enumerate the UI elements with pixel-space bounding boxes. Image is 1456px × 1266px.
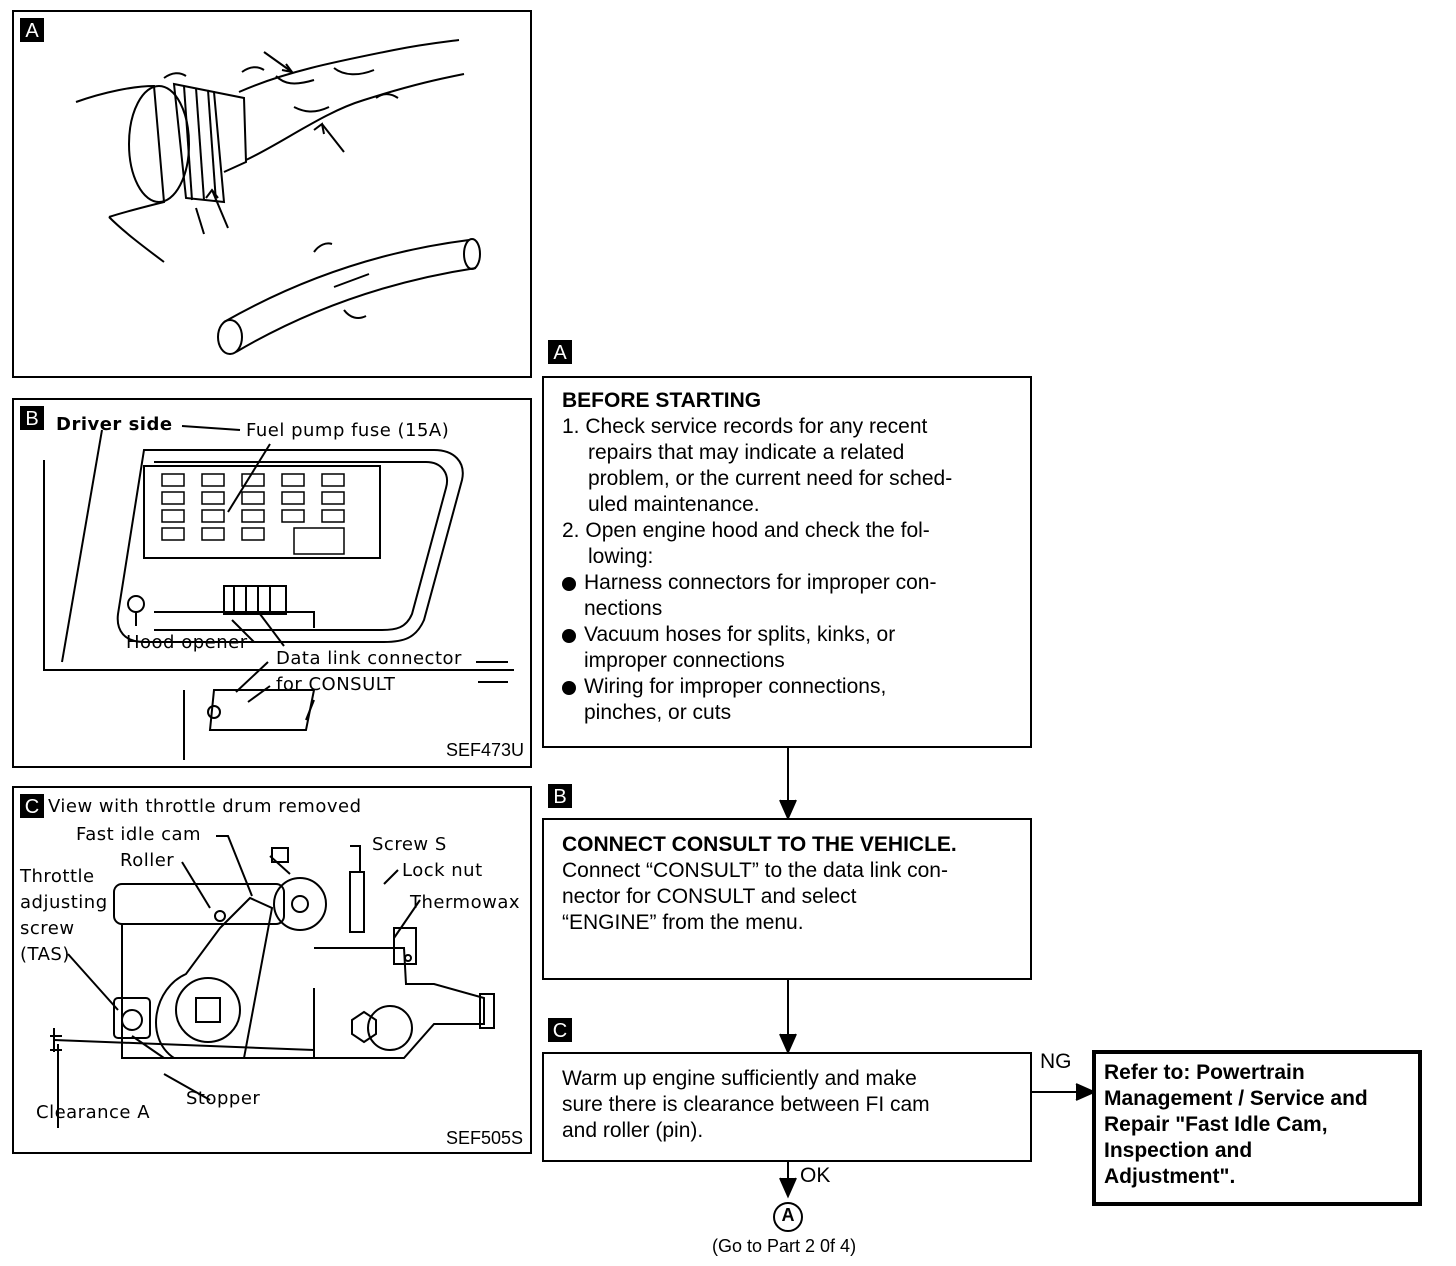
step-c-line-1: Warm up engine sufficiently and make	[562, 1067, 917, 1090]
hose-inspection-drawing	[75, 39, 481, 355]
refer-line-4: Inspection and	[1104, 1139, 1253, 1162]
driver-side-label: Driver side	[56, 414, 173, 435]
hood-opener-label: Hood opener	[126, 632, 248, 653]
connector-a-letter: A	[781, 1205, 795, 1225]
step-a-item-1-line-1: Check service records for any recent	[585, 415, 928, 438]
thermowax-label: Thermowax	[410, 892, 521, 913]
roller-label: Roller	[120, 850, 175, 871]
step-a-bullet-2-line-2: improper connections	[584, 649, 785, 672]
tas-label-2: adjusting	[20, 892, 108, 913]
step-b-title: CONNECT CONSULT TO THE VEHICLE.	[562, 833, 957, 856]
bullet-dot-icon	[562, 681, 576, 695]
step-a-bullet-3: Wiring for improper connections,	[562, 674, 1012, 700]
step-a-item-2-line-2: lowing:	[588, 545, 654, 568]
panel-b-tag: B	[20, 406, 44, 430]
step-a-box: BEFORE STARTING 1. Check service records…	[542, 376, 1032, 748]
throttle-body-drawing	[50, 835, 495, 1128]
step-a-bullet-3-line-1: Wiring for improper connections,	[584, 675, 887, 698]
lock-nut-label: Lock nut	[402, 860, 483, 881]
fast-idle-cam-label: Fast idle cam	[76, 824, 202, 845]
step-c-tag: C	[548, 1018, 572, 1042]
step-a-bullet-3-line-2: pinches, or cuts	[584, 701, 732, 724]
step-a-item-1-line-4: uled maintenance.	[588, 493, 760, 516]
step-a-tag: A	[548, 340, 572, 364]
tas-label-1: Throttle	[20, 866, 95, 887]
clearance-a-label: Clearance A	[36, 1102, 151, 1123]
for-consult-label: for CONSULT	[276, 674, 396, 695]
tas-label-3: screw	[20, 918, 75, 939]
step-c-line-2: sure there is clearance between FI cam	[562, 1093, 930, 1116]
goto-part-label: (Go to Part 2 0f 4)	[712, 1236, 857, 1256]
refer-box: Refer to: Powertrain Management / Servic…	[1092, 1050, 1422, 1206]
bullet-dot-icon	[562, 577, 576, 591]
step-a-item-1-line-3: problem, or the current need for sched-	[588, 467, 953, 490]
step-b-line-1: Connect “CONSULT” to the data link con-	[562, 859, 948, 882]
step-c-line-3: and roller (pin).	[562, 1119, 704, 1142]
refer-line-1: Refer to: Powertrain	[1104, 1061, 1305, 1084]
panel-a-illustration: A	[12, 10, 532, 378]
step-a-bullet-2-line-1: Vacuum hoses for splits, kinks, or	[584, 623, 896, 646]
refer-line-5: Adjustment".	[1104, 1165, 1236, 1188]
step-b-box: CONNECT CONSULT TO THE VEHICLE. Connect …	[542, 818, 1032, 980]
fuel-pump-fuse-label: Fuel pump fuse (15A)	[246, 420, 450, 441]
step-a-title: BEFORE STARTING	[562, 389, 762, 412]
step-a-bullet-1-line-2: nections	[584, 597, 663, 620]
step-a-item-2: 2. Open engine hood and check the fol-	[562, 518, 1012, 544]
step-b-line-2: nector for CONSULT and select	[562, 885, 857, 908]
panel-c-illustration: C	[12, 786, 532, 1154]
step-b-tag: B	[548, 784, 572, 808]
step-a-item-2-line-1: Open engine hood and check the fol-	[585, 519, 930, 542]
panel-c-code: SEF505S	[446, 1128, 524, 1148]
panel-c-tag: C	[20, 794, 44, 818]
step-b-line-3: “ENGINE” from the menu.	[562, 911, 804, 934]
step-a-item-1-num: 1.	[562, 415, 580, 438]
step-a-item-1-line-2: repairs that may indicate a related	[588, 441, 905, 464]
step-a-item-1: 1. Check service records for any recent	[562, 414, 1012, 440]
panel-b-code: SEF473U	[446, 740, 525, 760]
data-link-connector-label: Data link connector	[276, 648, 462, 669]
stopper-label: Stopper	[186, 1088, 261, 1109]
bullet-dot-icon	[562, 629, 576, 643]
ng-label: NG	[1040, 1050, 1072, 1073]
refer-line-2: Management / Service and	[1104, 1087, 1368, 1110]
view-title-label: View with throttle drum removed	[48, 796, 362, 817]
screw-s-label: Screw S	[372, 834, 447, 855]
step-a-bullet-2: Vacuum hoses for splits, kinks, or	[562, 622, 1012, 648]
ok-label: OK	[800, 1164, 831, 1187]
step-a-bullet-1: Harness connectors for improper con-	[562, 570, 1012, 596]
fuse-box-drawing	[43, 425, 514, 760]
step-c-box: Warm up engine sufficiently and make sur…	[542, 1052, 1032, 1162]
panel-b-illustration: B	[12, 398, 532, 768]
tas-label-4: (TAS)	[20, 944, 70, 965]
step-a-bullet-1-line-1: Harness connectors for improper con-	[584, 571, 937, 594]
step-a-item-2-num: 2.	[562, 519, 580, 542]
panel-a-tag: A	[20, 18, 44, 42]
refer-line-3: Repair "Fast Idle Cam,	[1104, 1113, 1328, 1136]
